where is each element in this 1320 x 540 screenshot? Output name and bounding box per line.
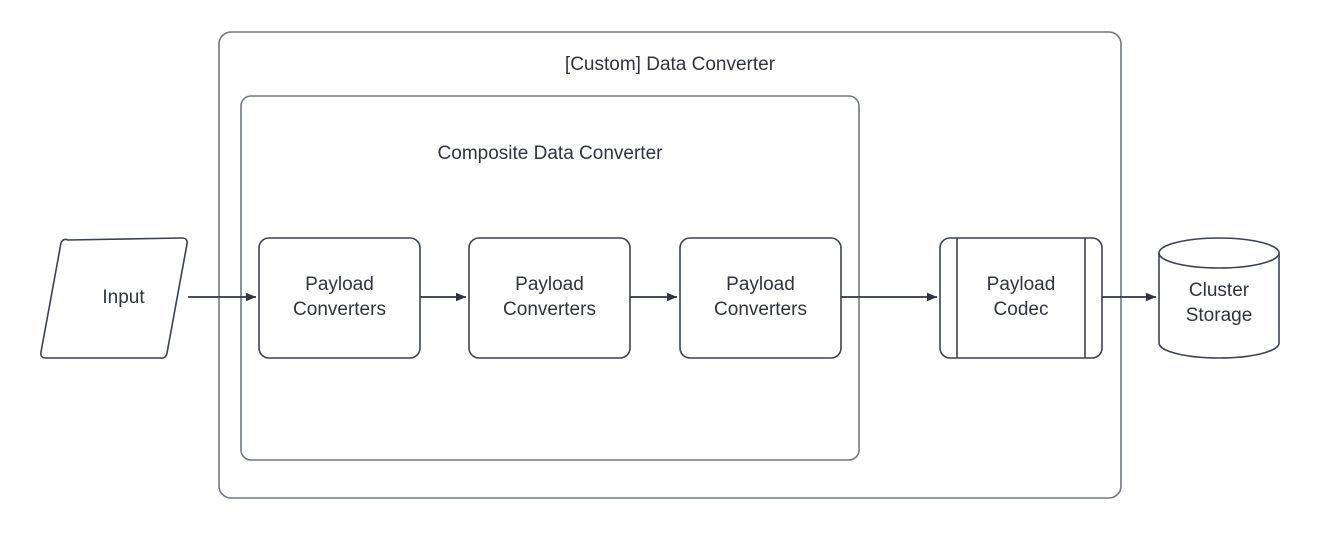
payload-converters-1-fill <box>259 238 420 358</box>
input-node-shape <box>40 237 188 359</box>
composite-data-converter-container <box>240 95 860 461</box>
custom-data-converter-container <box>218 31 1122 499</box>
payload-converters-3-shape[interactable] <box>679 237 842 359</box>
payload-converters-1-shape[interactable] <box>258 237 421 359</box>
payload-converters-2-fill <box>469 238 630 358</box>
cluster-storage-top-fill <box>1159 238 1279 268</box>
input-node-fill <box>40 238 188 359</box>
cluster-storage-body[interactable] <box>1158 253 1280 359</box>
payload-converters-3-fill <box>680 238 841 358</box>
payload-codec-shape[interactable] <box>939 237 1103 359</box>
cluster-storage-body-fill <box>1159 253 1279 358</box>
cluster-storage-top <box>1158 237 1280 269</box>
payload-converters-2-shape[interactable] <box>468 237 631 359</box>
payload-codec-fill <box>940 238 1102 358</box>
